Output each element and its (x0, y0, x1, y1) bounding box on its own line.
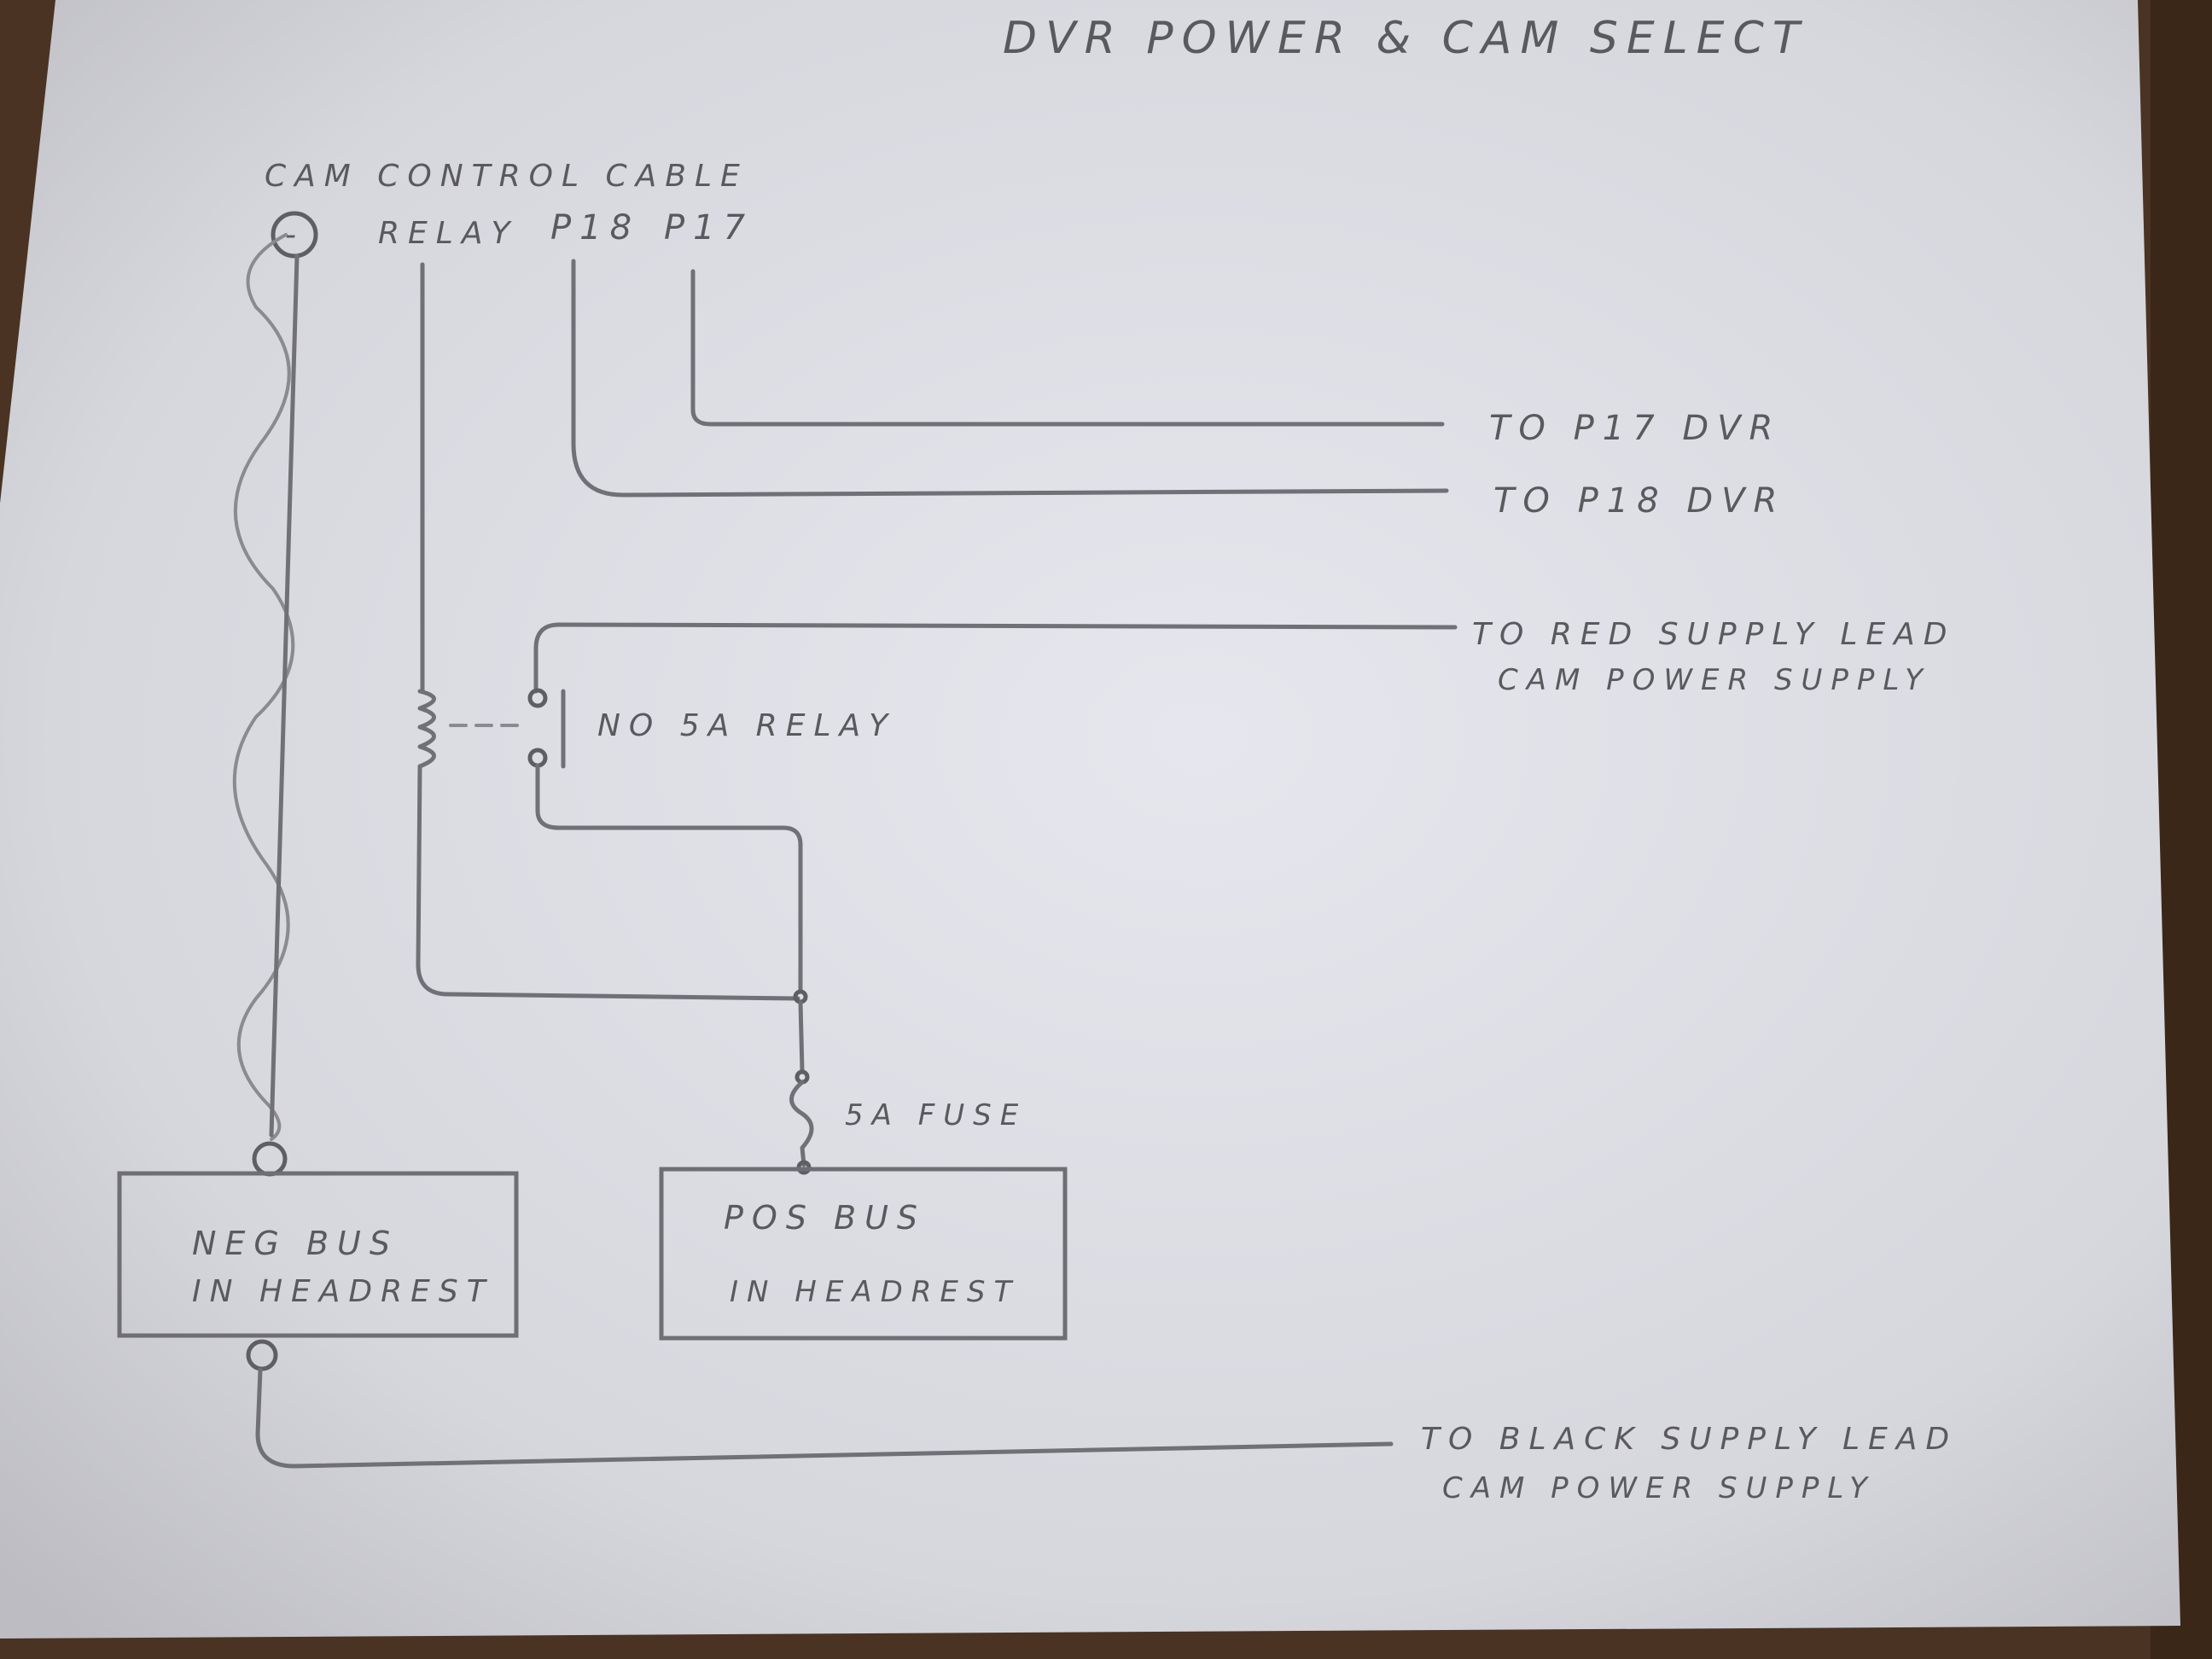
relay-coil-return-wire (416, 764, 800, 1001)
diagram-title: DVR POWER & CAM SELECT (1003, 13, 1808, 64)
paper-sheet (0, 0, 2180, 1639)
fuse-lead-wire (798, 1000, 805, 1074)
relay-coil (417, 689, 436, 769)
neg-wire (269, 253, 300, 1138)
relay-label: NO 5A RELAY (597, 708, 896, 743)
p17-wire (690, 269, 1445, 427)
p18-conductor-label: P18 (550, 208, 640, 247)
relay-conductor-label: RELAY (378, 216, 518, 251)
neg-terminal-symbol (271, 211, 318, 259)
red-supply-wire (533, 622, 1458, 694)
fuse-symbol (789, 1080, 814, 1167)
pos-bus-label-2: IN HEADREST (730, 1275, 1020, 1309)
relay-switched-wire (535, 763, 803, 992)
relay-contact-top (527, 688, 548, 708)
p17-conductor-label: P17 (664, 208, 754, 247)
neg-bus-label-1: NEG BUS (192, 1225, 399, 1262)
red-supply-label-1: TO RED SUPPLY LEAD (1472, 617, 1956, 652)
p18-wire (571, 259, 1449, 498)
neg-bus-box (117, 1171, 519, 1338)
p18-output-label: TO P18 DVR (1493, 481, 1785, 521)
p17-output-label: TO P17 DVR (1489, 409, 1781, 448)
red-supply-label-2: CAM POWER SUPPLY (1498, 663, 1931, 697)
cable-label: CAM CONTROL CABLE (265, 159, 748, 194)
cable-sheath (232, 233, 295, 1141)
fuse-label: 5A FUSE (845, 1098, 1027, 1132)
black-supply-wire (255, 1367, 1394, 1469)
pos-bus-label-1: POS BUS (724, 1199, 926, 1237)
relay-symbol (417, 688, 566, 769)
pos-bus-box (659, 1167, 1068, 1341)
neg-conductor-label: - (285, 218, 305, 253)
neg-bus-label-2: IN HEADREST (192, 1274, 494, 1309)
black-supply-label-1: TO BLACK SUPPLY LEAD (1421, 1422, 1958, 1457)
black-supply-label-2: CAM POWER SUPPLY (1442, 1471, 1876, 1505)
